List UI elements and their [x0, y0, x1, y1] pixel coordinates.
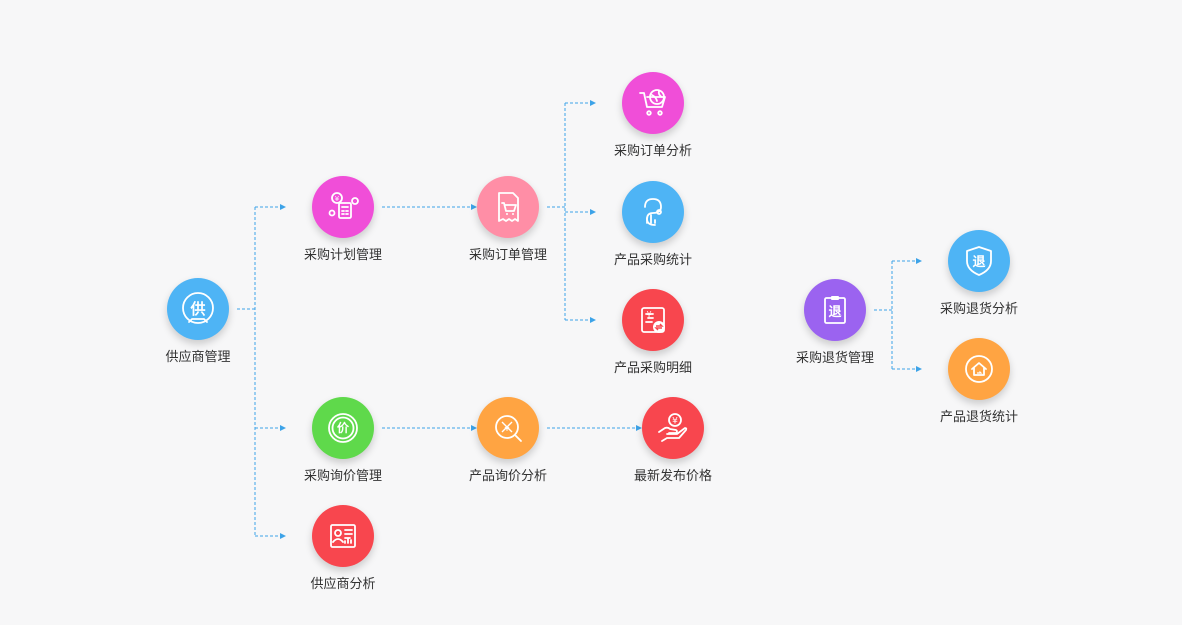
connector-arrowhead — [280, 204, 286, 210]
node-circle: 退 — [948, 230, 1010, 292]
detail-icon: ¥ — [633, 300, 673, 340]
node-product-inquiry-analysis[interactable]: ¥ 产品询价分析 — [453, 397, 563, 484]
node-label: 产品询价分析 — [468, 468, 547, 483]
node-label: 采购订单管理 — [468, 247, 547, 262]
node-circle — [622, 72, 684, 134]
node-product-return-statistics[interactable]: 产品退货统计 — [924, 338, 1034, 425]
node-circle — [477, 176, 539, 238]
node-label: 采购询价管理 — [303, 468, 382, 483]
clipboard-return-icon: 退 — [815, 290, 855, 330]
connector-arrowhead — [590, 317, 596, 323]
connector-arrowhead — [280, 425, 286, 431]
order-cart-icon — [488, 187, 528, 227]
node-supplier-analysis[interactable]: 供应商分析 — [288, 505, 398, 592]
connector-arrowhead — [590, 209, 596, 215]
node-circle: ¥ — [622, 289, 684, 351]
svg-text:供: 供 — [189, 300, 205, 318]
node-circle: ¥ — [312, 176, 374, 238]
hand-coin-icon: ¥ — [653, 408, 693, 448]
node-label: 供应商分析 — [310, 576, 376, 591]
svg-text:¥: ¥ — [504, 424, 510, 434]
node-label: 产品退货统计 — [939, 409, 1018, 424]
connector-arrowhead — [916, 366, 922, 372]
node-circle — [312, 505, 374, 567]
node-label: 采购退货分析 — [939, 301, 1018, 316]
node-label: 采购计划管理 — [303, 247, 382, 262]
node-purchase-order-analysis[interactable]: 采购订单分析 — [598, 72, 708, 159]
svg-text:退: 退 — [972, 255, 985, 270]
node-purchase-plan-management[interactable]: ¥ 采购计划管理 — [288, 176, 398, 263]
svg-text:¥: ¥ — [335, 195, 340, 203]
supplier-icon: 供 — [178, 289, 218, 329]
node-purchase-inquiry-management[interactable]: 价 采购询价管理 — [288, 397, 398, 484]
node-label: 采购订单分析 — [613, 143, 692, 158]
node-circle: ¥ — [477, 397, 539, 459]
node-label: 采购退货管理 — [795, 350, 874, 365]
cart-globe-icon — [633, 83, 673, 123]
node-latest-published-price[interactable]: ¥ 最新发布价格 — [618, 397, 728, 484]
profile-card-icon — [323, 516, 363, 556]
node-supplier-management[interactable]: 供 供应商管理 — [143, 278, 253, 365]
node-label: 产品采购统计 — [613, 252, 692, 267]
price-icon: 价 — [323, 408, 363, 448]
plan-calculator-icon: ¥ — [323, 187, 363, 227]
node-product-purchase-detail[interactable]: ¥ 产品采购明细 — [598, 289, 708, 376]
node-purchase-return-management[interactable]: 退 采购退货管理 — [780, 279, 890, 366]
node-circle: 退 — [804, 279, 866, 341]
node-label: 最新发布价格 — [633, 468, 712, 483]
stats-icon — [633, 192, 673, 232]
node-product-purchase-statistics[interactable]: 产品采购统计 — [598, 181, 708, 268]
svg-text:¥: ¥ — [672, 417, 678, 427]
svg-text:退: 退 — [828, 305, 841, 320]
connector-arrowhead — [280, 533, 286, 539]
connector-arrowhead — [590, 100, 596, 106]
node-purchase-return-analysis[interactable]: 退 采购退货分析 — [924, 230, 1034, 317]
node-circle: ¥ — [642, 397, 704, 459]
node-circle — [622, 181, 684, 243]
connector-arrowhead — [916, 258, 922, 264]
node-circle: 价 — [312, 397, 374, 459]
node-label: 产品采购明细 — [613, 360, 692, 375]
svg-text:价: 价 — [337, 421, 350, 435]
node-label: 供应商管理 — [165, 349, 231, 364]
node-circle: 供 — [167, 278, 229, 340]
svg-text:¥: ¥ — [646, 310, 651, 319]
house-return-icon — [959, 349, 999, 389]
shield-return-icon: 退 — [959, 241, 999, 281]
node-purchase-order-management[interactable]: 采购订单管理 — [453, 176, 563, 263]
node-circle — [948, 338, 1010, 400]
magnifier-icon: ¥ — [488, 408, 528, 448]
